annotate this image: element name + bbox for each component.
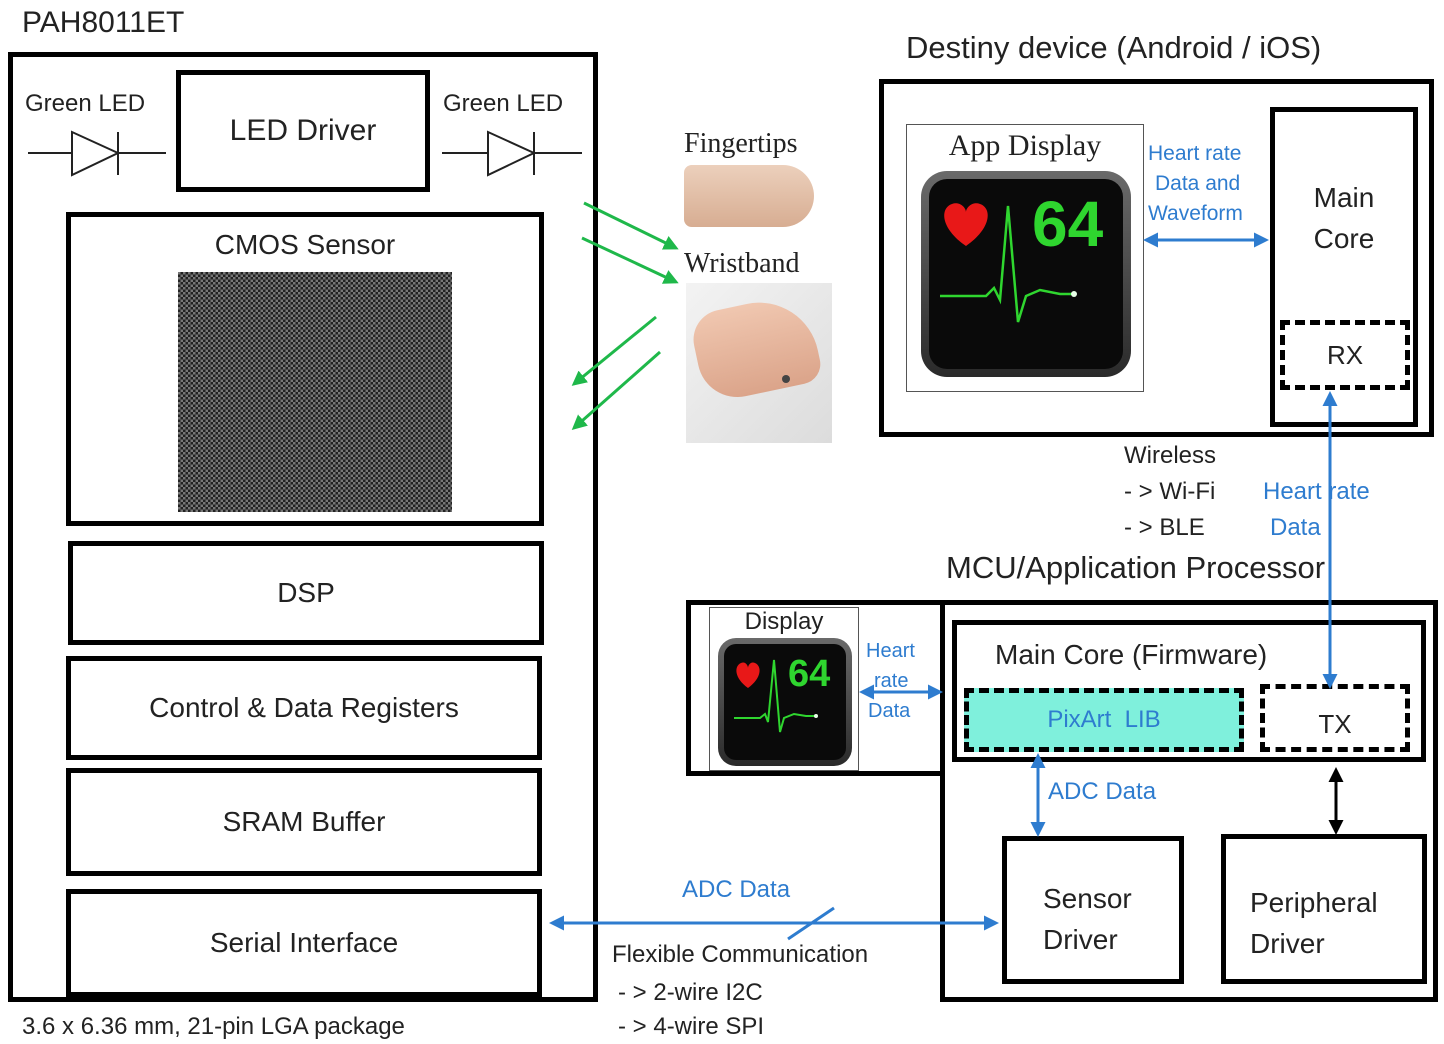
mcu-title: MCU/Application Processor	[946, 550, 1326, 585]
pixart-lib-box: PixArt LIB	[964, 688, 1244, 752]
cmos-sensor-box: CMOS Sensor	[66, 212, 544, 526]
peripheral-driver-label-1: Peripheral	[1250, 887, 1378, 918]
peripheral-driver-label-2: Driver	[1250, 927, 1325, 959]
sensor-driver-label-2: Driver	[1043, 923, 1118, 955]
destiny-link-label-3: Waveform	[1148, 202, 1243, 225]
chip-title: PAH8011ET	[22, 6, 185, 39]
mcu-adc-label: ADC Data	[1048, 778, 1157, 805]
light-in-arrow-1	[571, 315, 657, 386]
led-driver-label: LED Driver	[229, 114, 377, 147]
light-out-arrow-1	[583, 201, 679, 250]
diode-left-icon	[28, 130, 166, 177]
green-led-right-label: Green LED	[443, 90, 564, 117]
sensor-driver-label-1: Sensor	[1043, 883, 1132, 914]
registers-label: Control & Data Registers	[149, 692, 459, 723]
rx-label: RX	[1326, 339, 1364, 370]
fingertip-image	[684, 165, 814, 227]
wireless-ble: - > BLE	[1124, 514, 1205, 541]
destiny-link-label-1: Heart rate	[1148, 142, 1242, 165]
mcu-hr-label-3: Data	[868, 700, 911, 722]
wireless-hr-2: Data	[1270, 514, 1321, 541]
rx-box: RX	[1280, 320, 1410, 390]
registers-box: Control & Data Registers	[66, 656, 542, 760]
dsp-box: DSP	[68, 541, 544, 645]
wrist-sensor-dot	[782, 375, 790, 383]
serial-label: Serial Interface	[209, 927, 399, 958]
app-ecg-waveform	[940, 205, 1074, 323]
mcu-ecg-dot	[814, 714, 818, 718]
mcu-hr-label-1: Heart	[866, 640, 915, 662]
pixart-lib-label: PixArt LIB	[1047, 706, 1161, 733]
app-display-label: App Display	[948, 129, 1102, 162]
serial-box: Serial Interface	[66, 889, 542, 997]
pixel-array	[178, 272, 452, 512]
cmos-sensor-label: CMOS Sensor	[214, 229, 396, 260]
mcu-heart-value: 64	[788, 653, 830, 695]
dsp-label: DSP	[277, 577, 335, 608]
bus-i2c-label: - > 2-wire I2C	[618, 979, 763, 1006]
bus-adc-label: ADC Data	[682, 876, 791, 903]
destiny-main-core-box: Main Core	[1270, 107, 1418, 427]
bus-flex-label: Flexible Communication	[612, 941, 869, 968]
destiny-main-core-label-1: Main	[1313, 182, 1375, 213]
sensor-driver-box: Sensor Driver	[1002, 836, 1184, 984]
light-in-arrow-2	[571, 350, 661, 430]
bus-spi-label: - > 4-wire SPI	[618, 1013, 765, 1040]
firmware-label: Main Core (Firmware)	[995, 639, 1268, 670]
tx-label: TX	[1318, 708, 1352, 739]
fingertips-label: Fingertips	[684, 128, 798, 159]
wrist-image	[686, 283, 832, 443]
wristband-label: Wristband	[684, 248, 800, 279]
wireless-wifi: - > Wi-Fi	[1124, 478, 1216, 505]
mcu-display-label: Display	[744, 608, 824, 635]
package-note: 3.6 x 6.36 mm, 21-pin LGA package	[22, 1013, 405, 1040]
sram-box: SRAM Buffer	[66, 768, 542, 876]
app-heart-value: 64	[1032, 188, 1104, 260]
mcu-display-screen	[718, 638, 852, 766]
led-driver-box: LED Driver	[176, 70, 430, 192]
light-out-arrow-2	[581, 236, 679, 284]
mcu-display-frame: Display	[709, 607, 859, 771]
peripheral-driver-box: Peripheral Driver	[1221, 834, 1427, 984]
green-led-left-label: Green LED	[25, 90, 146, 117]
mcu-ecg-waveform	[734, 659, 816, 733]
bus-slash	[787, 906, 835, 941]
mcu-heart-icon	[736, 662, 760, 688]
sram-label: SRAM Buffer	[222, 806, 386, 837]
wireless-hr-1: Heart rate	[1263, 478, 1370, 505]
diode-right-icon	[442, 130, 582, 177]
wireless-title: Wireless	[1124, 442, 1217, 469]
app-ecg-dot	[1071, 291, 1077, 297]
destiny-title: Destiny device (Android / iOS)	[906, 30, 1322, 65]
destiny-link-label-2: Data and	[1155, 172, 1241, 195]
destiny-main-core-label-2: Core	[1313, 222, 1375, 254]
app-heart-icon	[944, 203, 988, 246]
